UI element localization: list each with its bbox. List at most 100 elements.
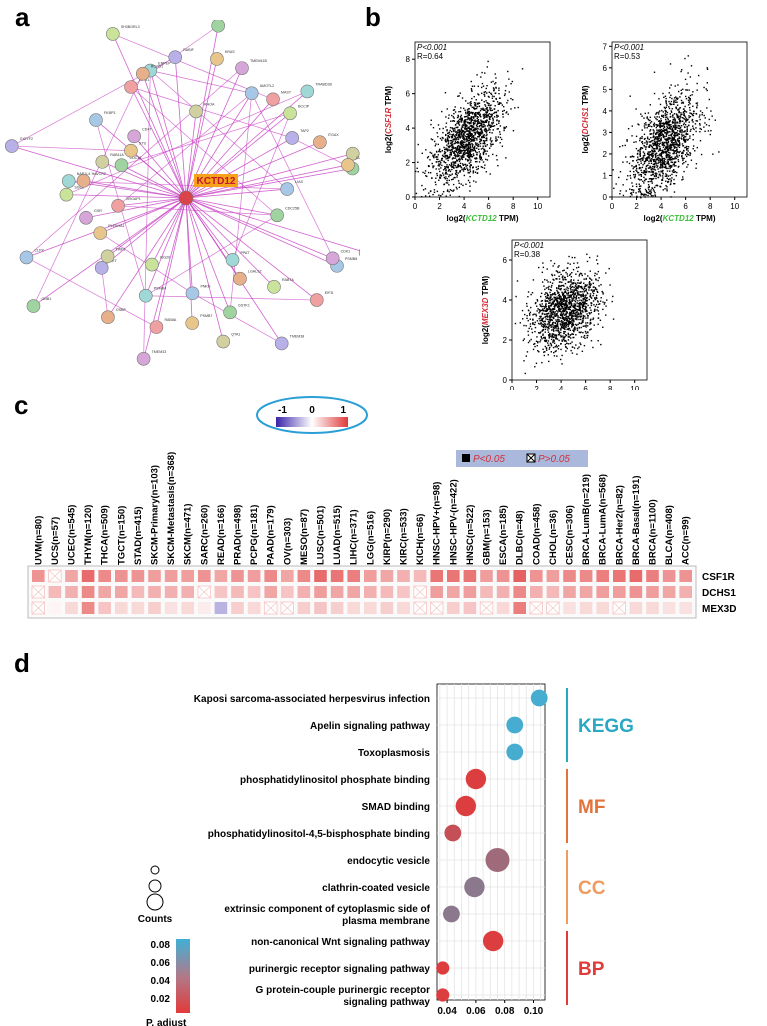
scatter-point: [647, 187, 650, 189]
scatter-point: [556, 325, 558, 328]
network-node-circle: [135, 66, 150, 81]
network-edge: [185, 197, 360, 252]
scatter-point: [665, 101, 667, 103]
scatter-point: [559, 300, 562, 303]
scatter-point: [526, 317, 528, 319]
scatter-point: [569, 334, 572, 336]
scatter-point: [626, 178, 628, 181]
scatter-point: [544, 278, 546, 281]
scatter-point: [467, 156, 470, 159]
scatter-point: [706, 68, 709, 70]
scatter-point: [706, 82, 708, 84]
scatter-point: [655, 117, 657, 120]
scatter-point: [483, 151, 485, 153]
scatter-point: [655, 175, 658, 177]
scatter-point: [477, 85, 479, 88]
network-node-circle: [76, 174, 91, 188]
scatter-point: [470, 148, 472, 151]
network-edge: [107, 197, 187, 318]
scatter-point: [647, 184, 650, 186]
scatter-point: [668, 165, 670, 167]
scatter-point: [448, 179, 450, 182]
heatmap-cell: [330, 602, 344, 614]
network-node-label: QTA1: [231, 333, 240, 337]
scatter-point: [596, 309, 598, 311]
scatter-point: [673, 178, 675, 181]
scatter-point: [666, 170, 669, 172]
scatter-point: [452, 183, 455, 186]
scatter-point: [665, 184, 667, 187]
heatmap-cell: [613, 586, 626, 598]
scatter-point: [670, 128, 672, 130]
scatter-point: [570, 294, 572, 296]
scatter-point: [452, 116, 455, 118]
scatter-point: [674, 120, 677, 122]
scatter-point: [437, 124, 440, 126]
network-node-label: RCCD1: [151, 65, 163, 69]
scatter-point: [592, 294, 594, 297]
scatter-point: [592, 292, 595, 295]
scatter-point: [541, 337, 543, 340]
scatter-point: [551, 301, 554, 303]
scatter-point: [586, 253, 588, 256]
scatter-point: [548, 285, 550, 288]
scatter-point: [580, 316, 582, 318]
scatter-point: [452, 166, 455, 168]
scatter-point: [523, 360, 525, 362]
scatter-point: [676, 101, 678, 103]
scatter-point: [557, 319, 559, 321]
scatter-point: [640, 192, 643, 195]
scatter-point: [683, 139, 686, 142]
scatter-point: [460, 183, 462, 185]
network-node: STS: [124, 142, 147, 158]
scatter-point: [645, 159, 647, 161]
scatter-point: [691, 113, 693, 116]
scatter-point: [476, 117, 478, 120]
scatter-point: [685, 160, 687, 163]
network-node: TRABD2B: [300, 82, 333, 99]
scatter-point: [668, 130, 670, 133]
scatter-point: [657, 176, 659, 179]
plot-frame: [611, 41, 748, 198]
scatter-point: [446, 154, 449, 157]
scatter-point: [560, 302, 563, 304]
scatter-point: [658, 122, 661, 125]
scatter-point: [647, 181, 649, 183]
network-nodes: CDC25BPA2G4PSMB8CDK1EIF3IRAB7APPATLGALS2…: [4, 20, 360, 366]
scatter-point: [444, 156, 446, 158]
scatter-point: [589, 278, 592, 280]
scatter-point: [657, 129, 660, 132]
scatter-point: [438, 160, 440, 163]
scatter-point: [646, 159, 648, 162]
padj-tick-label: 0.02: [151, 994, 171, 1005]
scatter-point: [462, 137, 464, 139]
scatter-point: [622, 184, 624, 186]
scatter-point: [563, 337, 566, 339]
scatter-point: [560, 303, 562, 305]
scatter-point: [456, 149, 458, 151]
scatter-point: [569, 308, 572, 311]
scatter-point: [545, 306, 548, 308]
scatter-point: [643, 162, 646, 165]
scatter-point: [458, 158, 460, 160]
scatter-point: [582, 297, 584, 300]
scatter-point: [466, 133, 468, 135]
scatter-point: [466, 118, 468, 121]
heatmap-cell: [397, 602, 410, 614]
scatter-point: [458, 95, 460, 97]
scatter-point: [675, 142, 677, 144]
scatter-point: [650, 154, 652, 156]
scatter-point: [655, 174, 657, 177]
scatter-point: [489, 131, 491, 134]
scatter-point: [435, 168, 437, 170]
scatter-point: [572, 295, 575, 298]
scatter-point: [573, 296, 575, 299]
network-edge: [133, 136, 187, 199]
scatter-point: [682, 131, 684, 133]
scatter-point: [489, 107, 491, 109]
scatter-point: [656, 111, 658, 114]
scatter-point: [685, 97, 688, 100]
scatter-point: [470, 124, 473, 127]
scatter-point: [496, 128, 498, 130]
network-node-label: RHOA: [204, 102, 215, 106]
